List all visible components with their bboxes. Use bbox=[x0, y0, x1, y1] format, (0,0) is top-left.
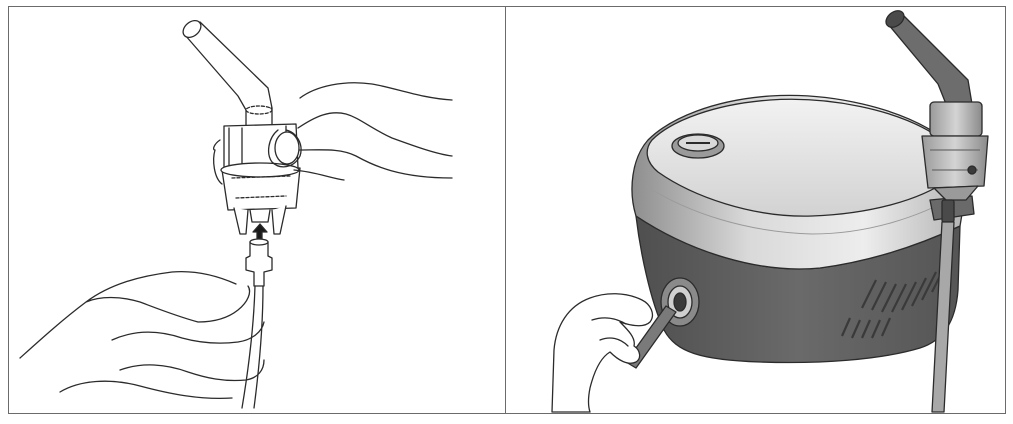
cup-legs bbox=[233, 205, 287, 235]
lower-hand-outline bbox=[19, 270, 265, 400]
mounted-nebulizer bbox=[885, 10, 989, 413]
air-tubing-right bbox=[931, 221, 955, 413]
air-tubing bbox=[241, 285, 264, 409]
right-panel bbox=[505, 6, 1006, 414]
up-arrow-icon bbox=[252, 223, 268, 241]
hand-outline bbox=[551, 293, 654, 413]
hand-inserting-tube bbox=[551, 293, 677, 413]
cup-top-ring bbox=[929, 101, 983, 137]
cup-connector bbox=[941, 199, 955, 223]
left-panel bbox=[8, 6, 506, 414]
tube-connector bbox=[245, 241, 273, 287]
medicine-cup-holder-knob bbox=[671, 133, 725, 159]
nebulizer-cup-drawing bbox=[19, 19, 453, 409]
upper-hand-outline bbox=[267, 82, 453, 181]
cup-lower-body bbox=[921, 135, 989, 189]
compressor-unit bbox=[631, 94, 975, 364]
